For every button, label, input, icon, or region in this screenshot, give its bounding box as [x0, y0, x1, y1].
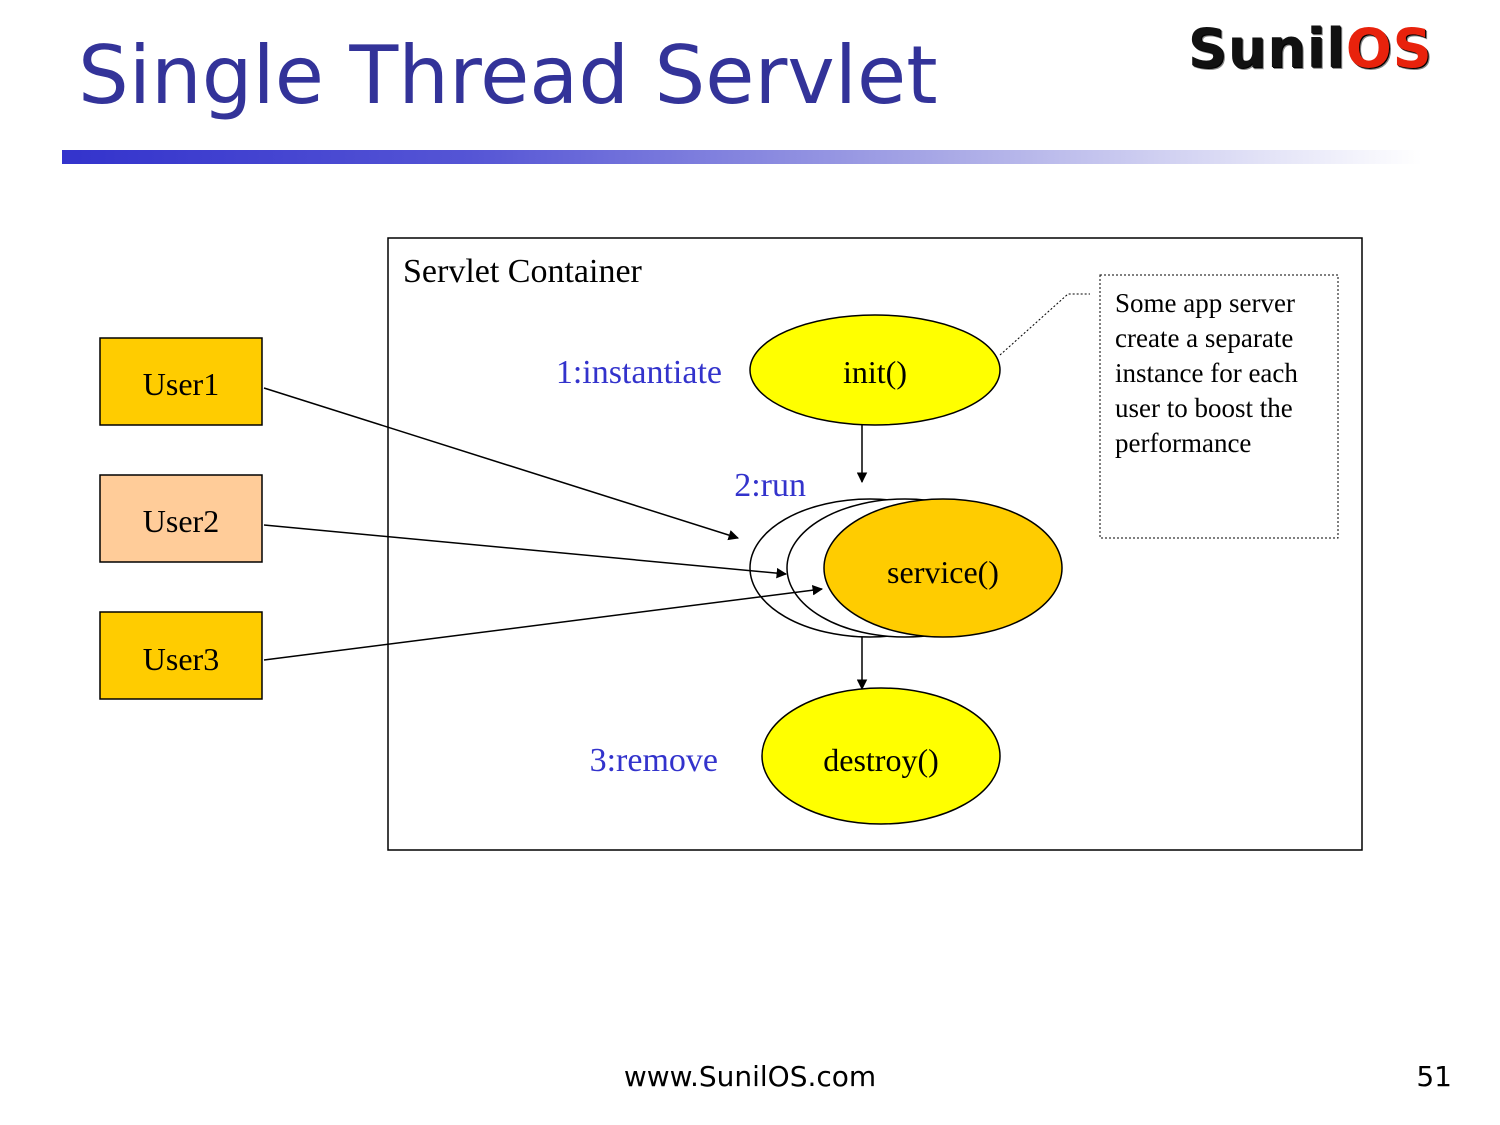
step-instantiate-label: 1:instantiate — [556, 354, 722, 391]
service-ellipse — [823, 498, 1063, 638]
slide-title: Single Thread Servlet — [78, 29, 938, 122]
note-line: user to boost the — [1115, 393, 1293, 423]
user2-box — [99, 474, 263, 563]
sunilos-logo: SunilOS — [1188, 22, 1433, 76]
destroy-label: destroy() — [823, 742, 939, 778]
user3-label: User3 — [143, 641, 219, 677]
logo-text-os: OS — [1345, 17, 1433, 80]
note-line: Some app server — [1115, 288, 1295, 318]
user3-box — [99, 611, 263, 700]
logo-text-sunil: Sunil — [1188, 17, 1346, 80]
page-number: 51 — [1416, 1060, 1452, 1093]
init-ellipse — [749, 314, 1001, 426]
user2-label: User2 — [143, 503, 219, 539]
footer-url: www.SunilOS.com — [623, 1060, 877, 1093]
user1-label: User1 — [143, 366, 219, 402]
note-line: create a separate — [1115, 323, 1293, 353]
servlet-container-label: Servlet Container — [403, 253, 643, 290]
destroy-ellipse — [761, 687, 1001, 825]
user1-to-service-arrow — [263, 387, 740, 541]
note-line: instance for each — [1115, 358, 1298, 388]
note-line: performance — [1115, 428, 1251, 458]
title-underline — [62, 150, 1422, 164]
step-remove-label: 3:remove — [590, 742, 718, 779]
service-label: service() — [887, 554, 999, 590]
user3-to-service-arrow — [263, 584, 824, 661]
init-label: init() — [843, 354, 907, 390]
note-box — [1099, 274, 1339, 539]
note-text: Some app server create a separate instan… — [1115, 288, 1305, 458]
user1-box — [99, 337, 263, 426]
user2-to-service-arrow — [263, 524, 788, 579]
step-run-label: 2:run — [734, 467, 806, 504]
